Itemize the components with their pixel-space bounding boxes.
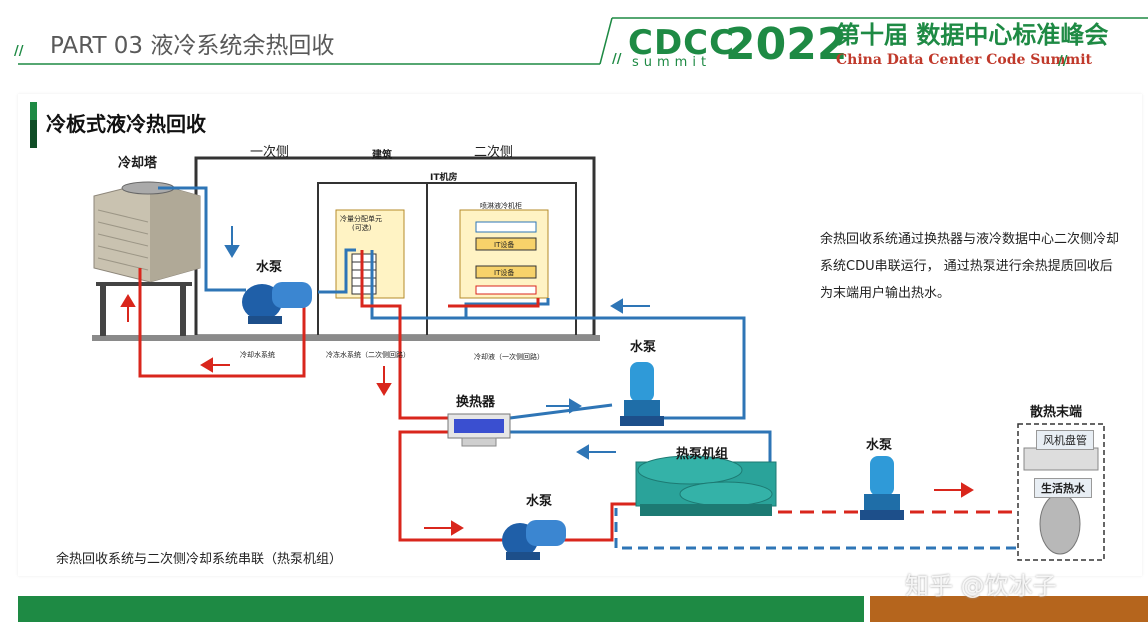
section-title: 冷板式液冷热回收 — [46, 112, 206, 136]
loop-label: 冷却液（一次侧回路） — [474, 353, 544, 361]
brand-name-en: China Data Center Code Summit — [836, 52, 1092, 68]
water-tank-graphic — [1039, 493, 1081, 555]
cdu-sublabel: (可选) — [352, 224, 372, 232]
pump-label: 水泵 — [526, 494, 553, 509]
secondary-side-label: 二次侧 — [474, 145, 514, 160]
tick-mark: // — [14, 44, 24, 59]
watermark: 知乎 @饮冰子 — [905, 572, 1057, 600]
loop-label: 冷却水系统 — [240, 351, 275, 359]
footer-bar-green — [18, 596, 864, 622]
heat-exchanger-graphic — [447, 413, 511, 447]
hot-water-pipes — [138, 250, 636, 542]
building-label: 建筑 — [372, 150, 392, 161]
fan-coil-label: 风机盘管 — [1036, 430, 1094, 450]
pump-graphic-3 — [860, 456, 904, 520]
terminal-label: 散热末端 — [1030, 405, 1083, 420]
section-marker-dark — [30, 120, 37, 148]
fan-coil-graphic — [1023, 447, 1099, 471]
cooling-tower-graphic — [93, 181, 201, 283]
hot-water-label: 生活热水 — [1034, 478, 1092, 498]
footer-bar-brown — [870, 596, 1148, 622]
pump-graphic-1 — [242, 282, 312, 324]
brand-logo-cdcc: CDCC — [628, 23, 736, 63]
pump-label: 水泵 — [630, 340, 657, 355]
header-lines — [18, 17, 1148, 65]
description-text: 余热回收系统通过换热器与液冷数据中心二次侧冷却系统CDU串联运行， 通过热泵进行… — [820, 232, 1120, 301]
rack-label: 喷淋液冷机柜 — [480, 202, 522, 210]
page-title: PART 03 液冷系统余热回收 — [50, 33, 335, 59]
cold-water-return-dashed — [614, 508, 1016, 550]
tick-mark: // — [612, 52, 622, 67]
pump-label: 水泵 — [866, 438, 893, 453]
brand-name-cn: 第十届 数据中心标准峰会 — [836, 21, 1109, 49]
flow-arrows — [120, 226, 1000, 549]
it-device-slot — [475, 265, 537, 279]
heat-pump-label: 热泵机组 — [676, 447, 729, 462]
pump-graphic-4 — [502, 520, 566, 560]
diagram-caption: 余热回收系统与二次侧冷却系统串联（热泵机组） — [56, 552, 343, 567]
it-device-label: IT设备 — [494, 241, 515, 249]
primary-side-label: 一次侧 — [250, 145, 290, 160]
loop-label: 冷冻水系统（二次侧回路） — [326, 351, 410, 359]
brand-logo-summit: summit — [632, 55, 712, 70]
it-device-slot — [475, 237, 537, 251]
it-room-label: IT机房 — [430, 173, 458, 183]
ground — [92, 335, 600, 341]
cooling-tower-label: 冷却塔 — [118, 156, 158, 171]
it-device-label: IT设备 — [494, 269, 515, 277]
heat-pump-graphic — [635, 455, 777, 516]
rack-slot — [475, 221, 537, 233]
pump-graphic-2 — [620, 362, 664, 426]
tick-mark: // — [1058, 54, 1068, 69]
rack-slot — [475, 285, 537, 295]
header: // PART 03 液冷系统余热回收 // CDCC summit 2022 … — [0, 0, 1148, 80]
cdu-label: 冷量分配单元 — [340, 215, 382, 223]
brand-year: 2022 — [725, 19, 848, 70]
heat-exchanger-label: 换热器 — [456, 395, 496, 410]
pump-label: 水泵 — [256, 260, 283, 275]
